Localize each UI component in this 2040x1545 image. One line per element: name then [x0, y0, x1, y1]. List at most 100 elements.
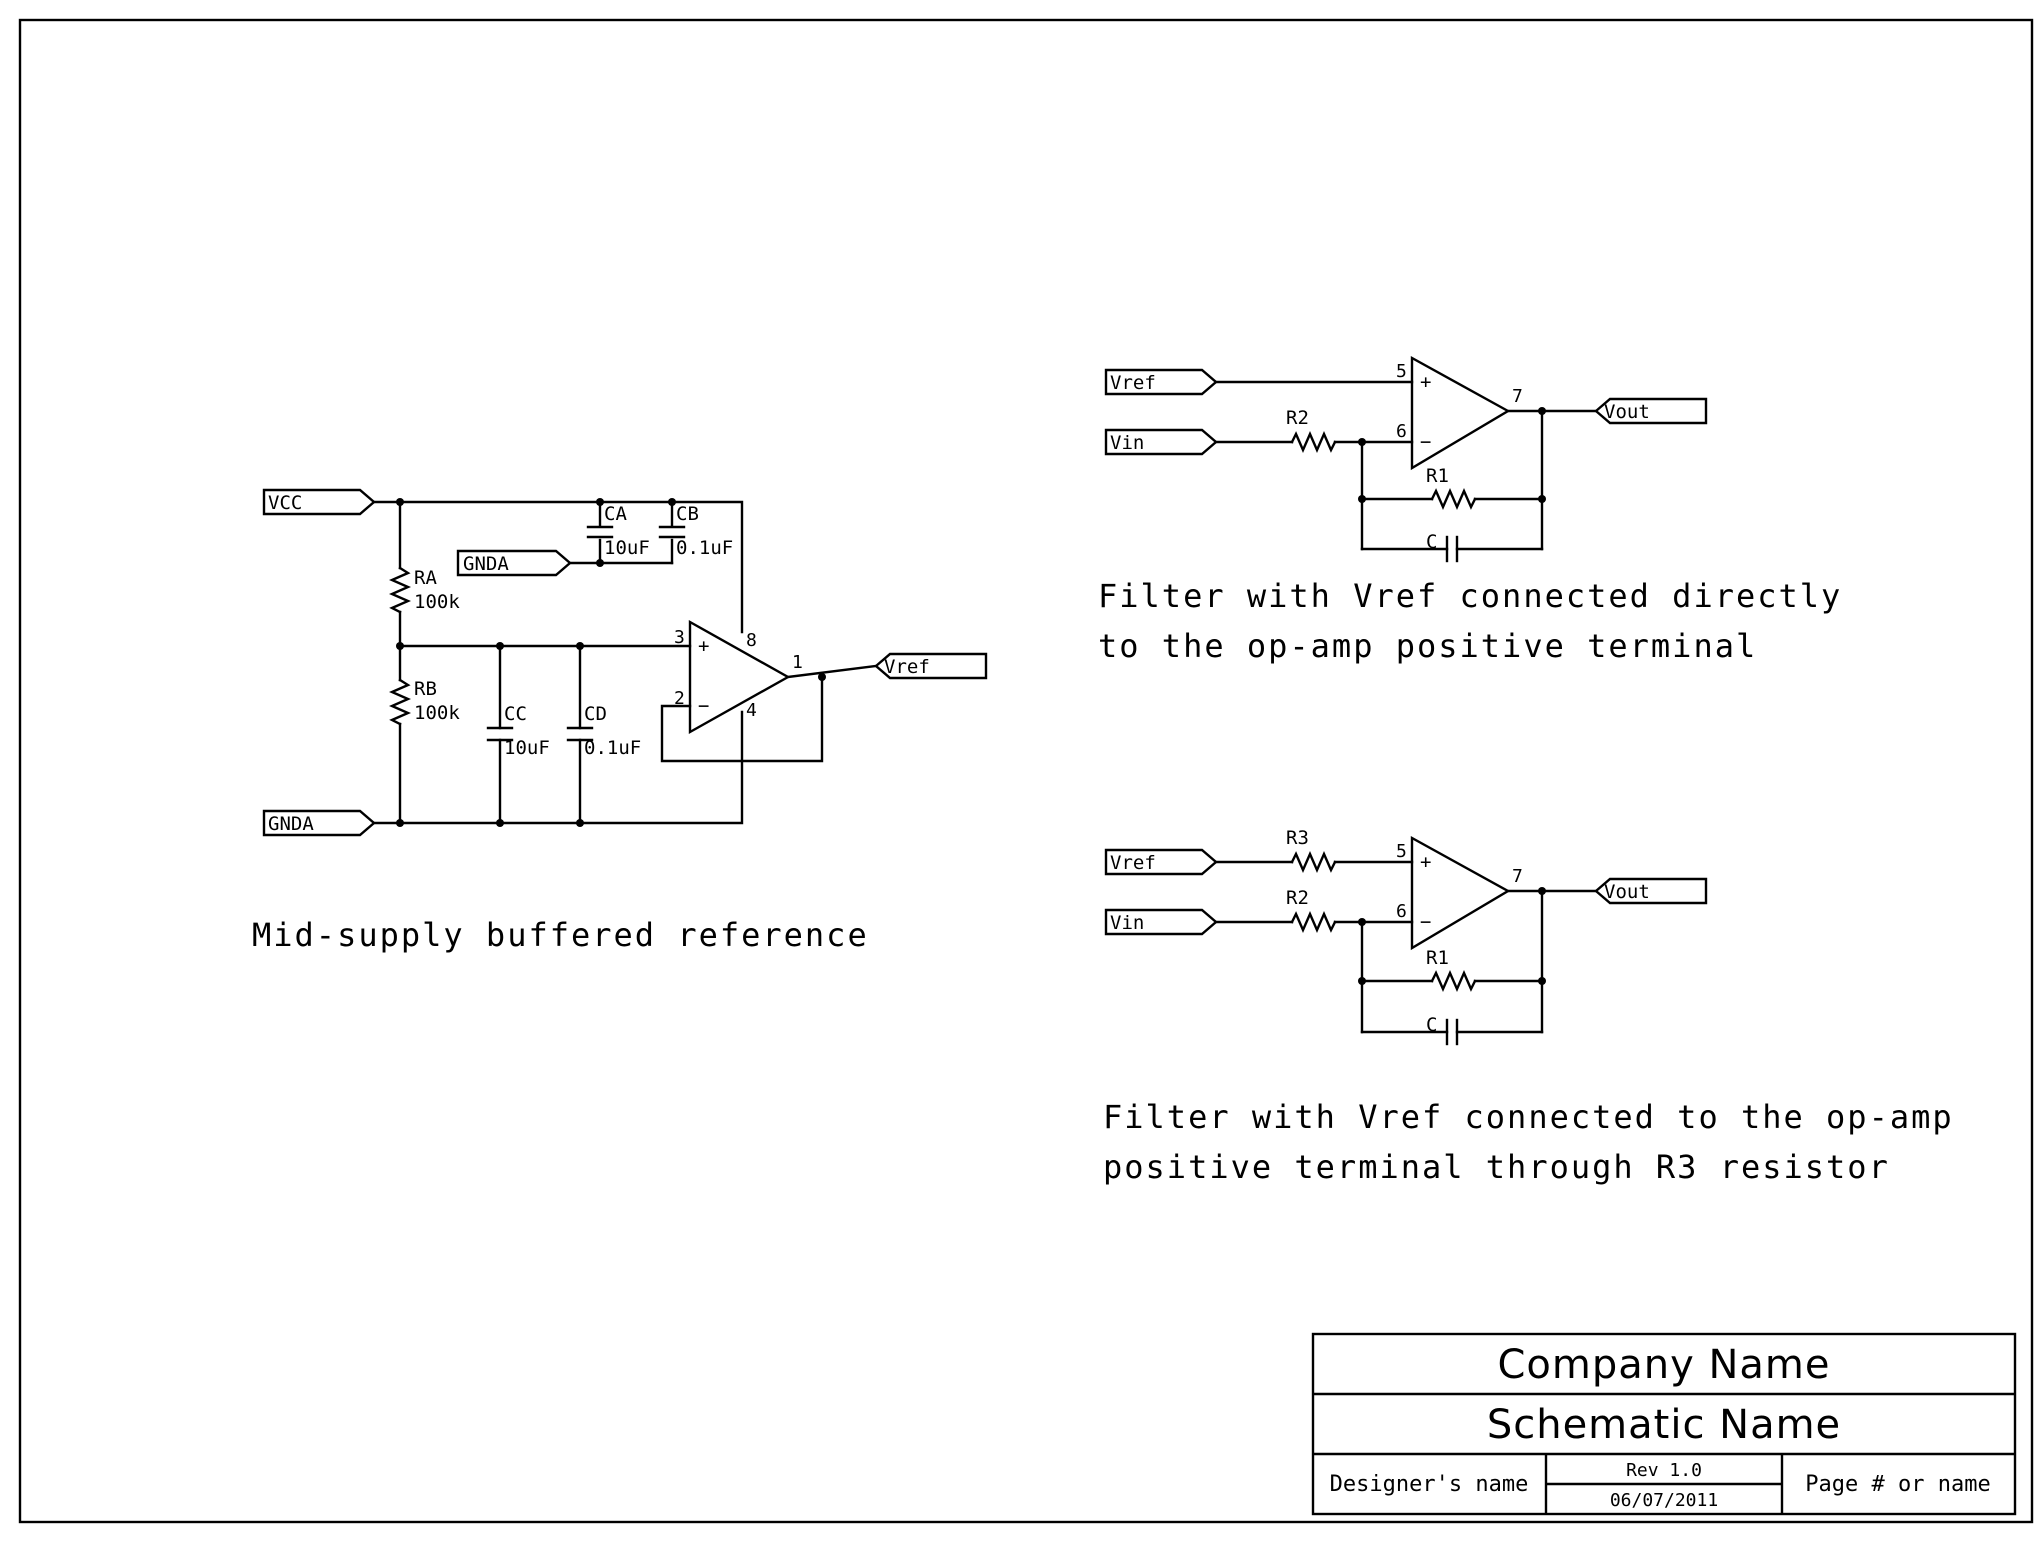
capacitor-cb-value: 0.1uF [676, 537, 733, 559]
capacitor-cc-value: 10uF [504, 737, 550, 759]
junction-dot [496, 819, 504, 827]
resistor-r3-ref: R3 [1286, 827, 1309, 849]
junction-dot [396, 642, 404, 650]
junction-dot [576, 642, 584, 650]
junction-dot [818, 673, 826, 681]
pin-8-label: 8 [746, 630, 757, 651]
junction-dot [576, 819, 584, 827]
opamp-plus: + [1420, 851, 1431, 873]
sheet-border [18, 18, 2034, 1524]
junction-dot [1358, 495, 1366, 503]
resistor-ra-value: 100k [414, 591, 460, 613]
reference-caption: Mid-supply buffered reference [252, 916, 869, 954]
resistor-r2-ref: R2 [1286, 887, 1309, 909]
resistor-r1[interactable] [1430, 488, 1477, 510]
capacitor-c-ref: C [1426, 1014, 1437, 1036]
port-gnda-bottom-label: GNDA [268, 813, 314, 835]
port-vin-label: Vin [1110, 912, 1144, 934]
junction-dot [1358, 918, 1366, 926]
port-vin[interactable] [1104, 908, 1218, 936]
port-gnda-top-label: GNDA [463, 553, 509, 575]
pin-3-label: 3 [674, 627, 685, 648]
date: 06/07/2011 [1610, 1490, 1718, 1511]
port-vref-label: Vref [1110, 852, 1156, 874]
page-name: Page # or name [1805, 1472, 1990, 1497]
port-gnda-top[interactable] [456, 549, 572, 577]
capacitor-c[interactable] [1445, 1018, 1459, 1046]
capacitor-cc[interactable] [486, 726, 514, 742]
reference-circuit: VCC GNDA GNDA Vref CA 10uF CB 0.1uF [252, 488, 988, 954]
filter-direct: Vref Vin Vout R2 + − 5 6 7 R1 C [1098, 355, 1842, 665]
junction-dot [1358, 977, 1366, 985]
resistor-r3[interactable] [1290, 851, 1337, 873]
port-vref[interactable] [1104, 368, 1218, 396]
resistor-rb-value: 100k [414, 702, 460, 724]
capacitor-ca[interactable] [586, 525, 614, 539]
pin-5-label: 5 [1396, 361, 1407, 382]
designer-name: Designer's name [1330, 1472, 1529, 1497]
opamp-buffer[interactable] [688, 619, 791, 735]
pin-5-label: 5 [1396, 841, 1407, 862]
resistor-r1[interactable] [1430, 970, 1477, 992]
resistor-r1-ref: R1 [1426, 947, 1449, 969]
port-vout-label: Vout [1604, 401, 1650, 423]
port-vin-label: Vin [1110, 432, 1144, 454]
opamp-filter-direct[interactable] [1410, 355, 1511, 471]
capacitor-c[interactable] [1445, 535, 1459, 563]
port-vref[interactable] [1104, 848, 1218, 876]
junction-dot [1538, 407, 1546, 415]
junction-dot [1538, 977, 1546, 985]
opamp-plus: + [1420, 371, 1431, 393]
capacitor-cd-ref: CD [584, 703, 607, 725]
pin-6-label: 6 [1396, 421, 1407, 442]
port-vref-out-label: Vref [884, 656, 930, 678]
resistor-ra[interactable] [389, 566, 411, 614]
resistor-rb-ref: RB [414, 678, 437, 700]
capacitor-ca-ref: CA [604, 503, 627, 525]
pin-2-label: 2 [674, 688, 685, 709]
capacitor-cb-ref: CB [676, 503, 699, 525]
filter-direct-caption-line1: Filter with Vref connected directly [1098, 577, 1842, 615]
capacitor-cd[interactable] [566, 726, 594, 742]
port-vcc[interactable] [262, 488, 376, 516]
junction-dot [496, 642, 504, 650]
junction-dot [596, 498, 604, 506]
port-vcc-label: VCC [268, 492, 302, 514]
junction-dot [396, 819, 404, 827]
filter-r3-caption-line1: Filter with Vref connected to the op-amp [1103, 1098, 1954, 1136]
wire-output [786, 664, 878, 679]
pin-7-label: 7 [1512, 866, 1523, 887]
opamp-filter-r3[interactable] [1410, 835, 1511, 951]
filter-r3-caption-line2: positive terminal through R3 resistor [1103, 1148, 1890, 1186]
resistor-rb[interactable] [389, 678, 411, 726]
resistor-r2[interactable] [1290, 911, 1337, 933]
capacitor-c-ref: C [1426, 531, 1437, 553]
port-vout[interactable] [1594, 877, 1708, 905]
port-gnda-bottom[interactable] [262, 809, 376, 837]
opamp-minus: − [1420, 911, 1431, 933]
junction-dot [1538, 495, 1546, 503]
port-vout[interactable] [1594, 397, 1708, 425]
resistor-r1-ref: R1 [1426, 465, 1449, 487]
company-name: Company Name [1497, 1342, 1830, 1388]
capacitor-ca-value: 10uF [604, 537, 650, 559]
resistor-ra-ref: RA [414, 567, 437, 589]
port-vin[interactable] [1104, 428, 1218, 456]
wire-feedback [660, 675, 824, 763]
port-vref-out[interactable] [874, 652, 988, 680]
capacitor-cd-value: 0.1uF [584, 737, 641, 759]
wire-gnda-bottom-rail [372, 710, 744, 825]
opamp-minus: − [1420, 431, 1431, 453]
opamp-buffer-minus: − [698, 695, 709, 717]
resistor-r2[interactable] [1290, 431, 1337, 453]
revision: Rev 1.0 [1626, 1460, 1702, 1481]
port-vout-label: Vout [1604, 881, 1650, 903]
junction-dot [396, 498, 404, 506]
capacitor-cb[interactable] [658, 525, 686, 539]
pin-6-label: 6 [1396, 901, 1407, 922]
pin-1-label: 1 [792, 652, 803, 673]
capacitor-cc-ref: CC [504, 703, 527, 725]
junction-dot [596, 559, 604, 567]
